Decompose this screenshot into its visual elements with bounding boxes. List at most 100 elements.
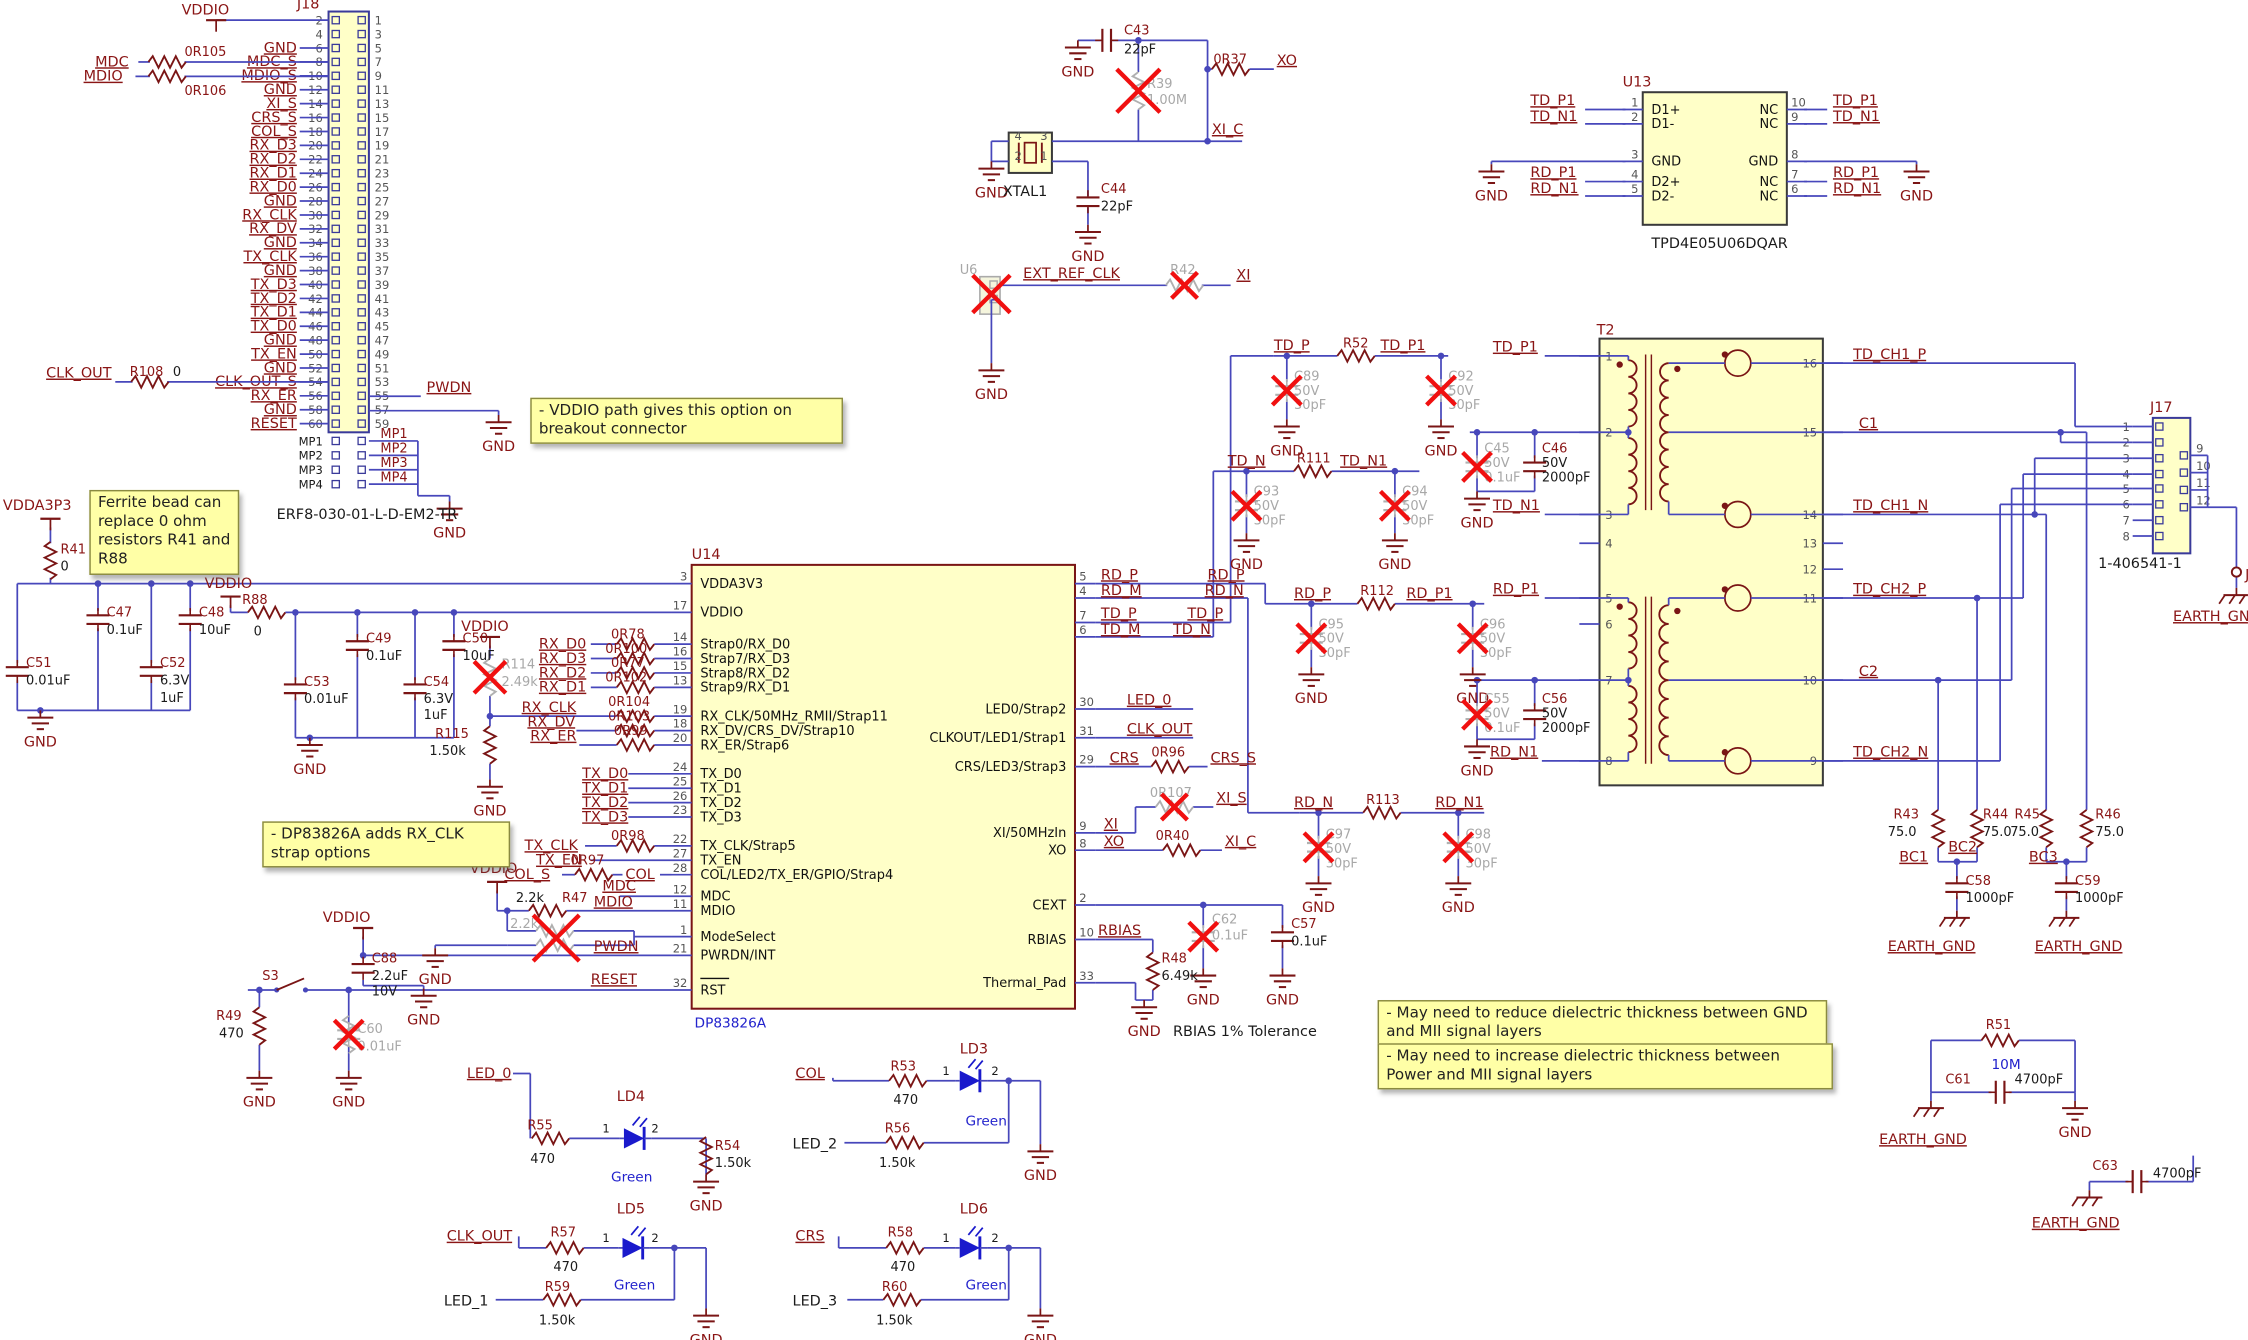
resistor[interactable] — [530, 1130, 570, 1147]
component-j17[interactable] — [2151, 416, 2192, 555]
capacitor[interactable] — [1306, 835, 1331, 859]
resistor[interactable] — [615, 665, 655, 681]
capacitor[interactable] — [1523, 455, 1547, 479]
led[interactable] — [955, 1058, 988, 1093]
capacitor[interactable] — [1465, 703, 1489, 727]
resistor[interactable] — [1356, 595, 1396, 612]
switch[interactable] — [274, 977, 309, 993]
resistor[interactable] — [574, 866, 614, 883]
capacitor[interactable] — [86, 608, 110, 632]
led[interactable] — [955, 1225, 988, 1260]
resistor[interactable] — [528, 902, 568, 919]
capacitor[interactable] — [1429, 378, 1453, 403]
gnd-label: GND — [243, 1095, 276, 1111]
capacitor[interactable] — [139, 659, 163, 684]
capacitor[interactable] — [1270, 925, 1295, 949]
net-label: EARTH_GND — [2032, 1216, 2120, 1232]
net-label: TD_M — [1100, 622, 1141, 638]
component-u14[interactable] — [690, 563, 1076, 1010]
pin-number: 1 — [1631, 96, 1638, 110]
net-label: MP2 — [380, 441, 407, 456]
resistor[interactable] — [615, 722, 655, 739]
capacitor[interactable] — [351, 956, 375, 980]
resistor[interactable] — [1162, 842, 1202, 859]
pin-number: 12 — [2196, 493, 2211, 507]
resistor[interactable] — [545, 1240, 585, 1256]
resistor[interactable] — [1293, 463, 1333, 480]
led[interactable] — [618, 1225, 650, 1260]
capacitor[interactable] — [1299, 626, 1323, 650]
capacitor[interactable] — [5, 659, 29, 684]
resistor[interactable] — [147, 54, 187, 70]
capacitor[interactable] — [1095, 28, 1119, 52]
resistor[interactable] — [542, 1291, 582, 1308]
led[interactable] — [619, 1116, 652, 1150]
resistor[interactable] — [130, 374, 170, 390]
capacitor[interactable] — [1465, 455, 1489, 479]
capacitor[interactable] — [1191, 925, 1215, 949]
capacitor[interactable] — [1275, 378, 1299, 403]
dnp-label: 2.49k — [501, 675, 538, 690]
ref-label: 0R98 — [611, 829, 645, 844]
resistor[interactable] — [1969, 809, 1985, 849]
resistor[interactable] — [615, 650, 655, 667]
pin-number: 3 — [1631, 148, 1638, 162]
capacitor[interactable] — [345, 634, 369, 658]
capacitor[interactable] — [283, 677, 307, 701]
connector-pad[interactable] — [2230, 566, 2242, 578]
resistor[interactable] — [615, 838, 655, 854]
junction-dot — [1454, 809, 1462, 817]
resistor[interactable] — [1362, 804, 1402, 821]
capacitor[interactable] — [1523, 703, 1547, 727]
junction-dot — [292, 609, 299, 616]
ref-label: VDDIO — [461, 619, 509, 635]
resistor[interactable] — [535, 923, 575, 939]
capacitor[interactable] — [1446, 835, 1470, 859]
capacitor[interactable] — [1461, 626, 1485, 650]
resistor[interactable] — [615, 737, 655, 753]
capacitor[interactable] — [337, 1023, 361, 1047]
resistor[interactable] — [882, 1291, 922, 1308]
resistor[interactable] — [2078, 809, 2095, 849]
resistor[interactable] — [42, 541, 59, 581]
net-label: MP1 — [380, 427, 407, 442]
resistor[interactable] — [482, 725, 498, 765]
capacitor[interactable] — [403, 677, 427, 701]
components[interactable]: 214365GND87MDC_S109MDIO_S1211GND1413XI_S… — [215, 10, 2211, 1010]
resistor[interactable] — [1150, 758, 1190, 775]
capacitor[interactable] — [1945, 876, 1969, 900]
resistor[interactable] — [251, 1006, 268, 1046]
capacitor[interactable] — [442, 634, 466, 658]
net-label: XI_C — [1225, 834, 1256, 850]
resistor[interactable] — [1336, 348, 1376, 364]
resistor[interactable] — [885, 1134, 925, 1151]
capacitor[interactable] — [1076, 190, 1100, 214]
resistor[interactable] — [2038, 809, 2055, 849]
resistor[interactable] — [1930, 809, 1947, 849]
capacitor[interactable] — [1988, 1080, 2012, 1104]
resistor[interactable] — [888, 1072, 928, 1089]
capacitor[interactable] — [178, 608, 202, 632]
resistor[interactable] — [615, 679, 655, 696]
junction-dot — [2057, 428, 2064, 436]
component-j18[interactable] — [327, 10, 370, 434]
capacitor[interactable] — [2125, 1170, 2149, 1194]
capacitor[interactable] — [2054, 876, 2078, 900]
text-label: RBIAS 1% Tolerance — [1173, 1024, 1317, 1040]
resistor[interactable] — [615, 708, 655, 725]
resistor[interactable] — [1144, 951, 1161, 991]
capacitor[interactable] — [1234, 494, 1258, 518]
ref-label: U14 — [692, 547, 721, 563]
resistor[interactable] — [1980, 1032, 2020, 1049]
resistor[interactable] — [698, 1136, 714, 1176]
pin-number: 47 — [375, 333, 390, 347]
resistor[interactable] — [885, 1240, 925, 1256]
resistor[interactable] — [615, 636, 655, 652]
component-xtal1[interactable] — [1007, 131, 1053, 174]
resistor[interactable] — [247, 604, 287, 621]
resistor[interactable] — [147, 68, 187, 85]
component-u13[interactable] — [1641, 91, 1788, 226]
resistor[interactable] — [1211, 61, 1251, 78]
capacitor[interactable] — [1383, 494, 1407, 518]
